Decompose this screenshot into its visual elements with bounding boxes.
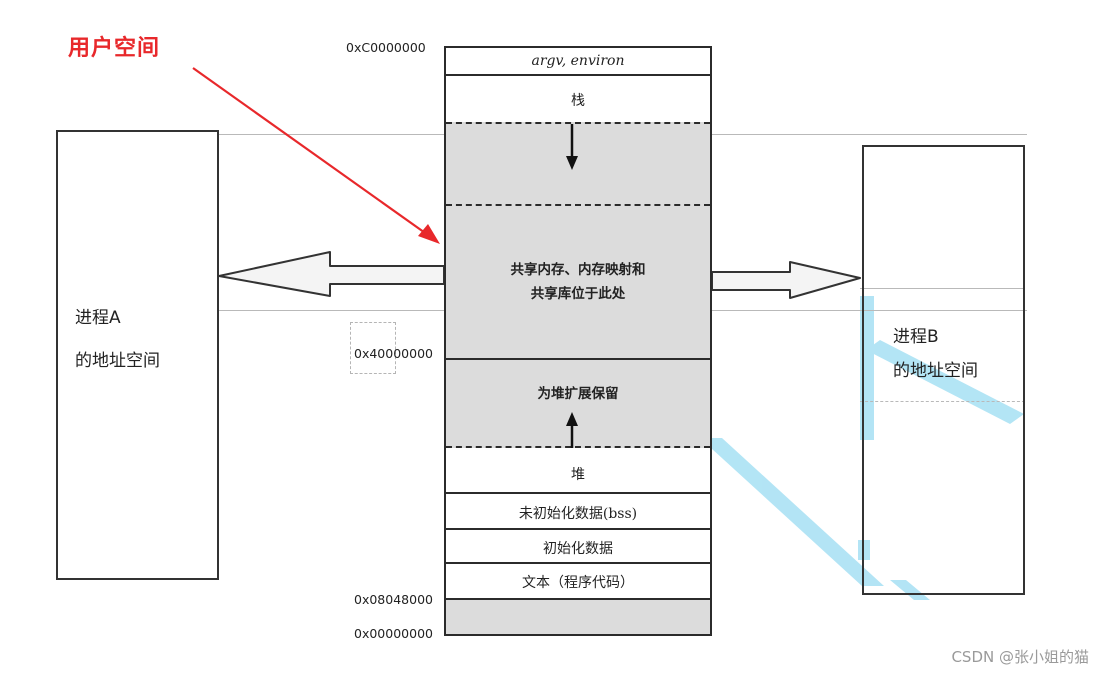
right-hollow-arrow: [711, 261, 861, 299]
process-b-box: [862, 145, 1025, 595]
process-a-label-line2: 的地址空间: [75, 351, 160, 371]
segment-argv-environ-label: argv, environ: [531, 53, 625, 69]
guide-line-right-b: [860, 401, 1025, 402]
segment-text: 文本（程序代码）: [446, 564, 710, 600]
segment-heap-reserved: 为堆扩展保留: [446, 360, 710, 448]
left-hollow-arrow: [218, 251, 445, 297]
watermark: CSDN @张小姐的猫: [951, 648, 1089, 666]
memory-layout-column: argv, environ 栈 共享内存、内存映射和 共享库位于此处 为堆扩展保…: [444, 46, 712, 636]
process-b-label-line2: 的地址空间: [893, 361, 978, 381]
stack-limit-dashed: [446, 122, 710, 124]
segment-unmapped-low: [446, 600, 710, 634]
heap-limit-dashed: [446, 446, 710, 448]
process-b-label-line1: 进程B: [893, 327, 939, 347]
shared-top-dashed: [446, 204, 710, 206]
segment-stack-label: 栈: [571, 93, 585, 109]
segment-heap-reserved-label: 为堆扩展保留: [537, 386, 619, 402]
address-top: 0xC0000000: [346, 40, 426, 55]
segment-shared-label-line2: 共享库位于此处: [530, 286, 626, 302]
address-mid: 0x40000000: [354, 346, 433, 361]
process-a-box: [56, 130, 219, 580]
segment-bss: 未初始化数据(bss): [446, 494, 710, 530]
segment-heap: 堆: [446, 448, 710, 494]
segment-text-label: 文本（程序代码）: [522, 575, 634, 591]
segment-data: 初始化数据: [446, 530, 710, 564]
segment-shared-region: 共享内存、内存映射和 共享库位于此处: [446, 122, 710, 360]
heap-growth-arrow: [566, 412, 578, 448]
segment-argv-environ: argv, environ: [446, 48, 710, 76]
stack-growth-arrow: [566, 124, 578, 170]
address-text-start: 0x08048000: [354, 592, 433, 607]
dashed-box-addr: [350, 322, 396, 374]
address-bottom: 0x00000000: [354, 626, 433, 641]
process-a-label-line1: 进程A: [75, 308, 121, 328]
segment-stack: 栈: [446, 76, 710, 122]
segment-heap-label: 堆: [571, 467, 585, 483]
guide-line-right-a: [860, 288, 1025, 289]
segment-data-label: 初始化数据: [543, 541, 613, 557]
segment-shared-label-line1: 共享内存、内存映射和: [510, 262, 646, 278]
segment-bss-label: 未初始化数据(bss): [518, 506, 638, 522]
page-title: 用户空间: [68, 36, 161, 61]
